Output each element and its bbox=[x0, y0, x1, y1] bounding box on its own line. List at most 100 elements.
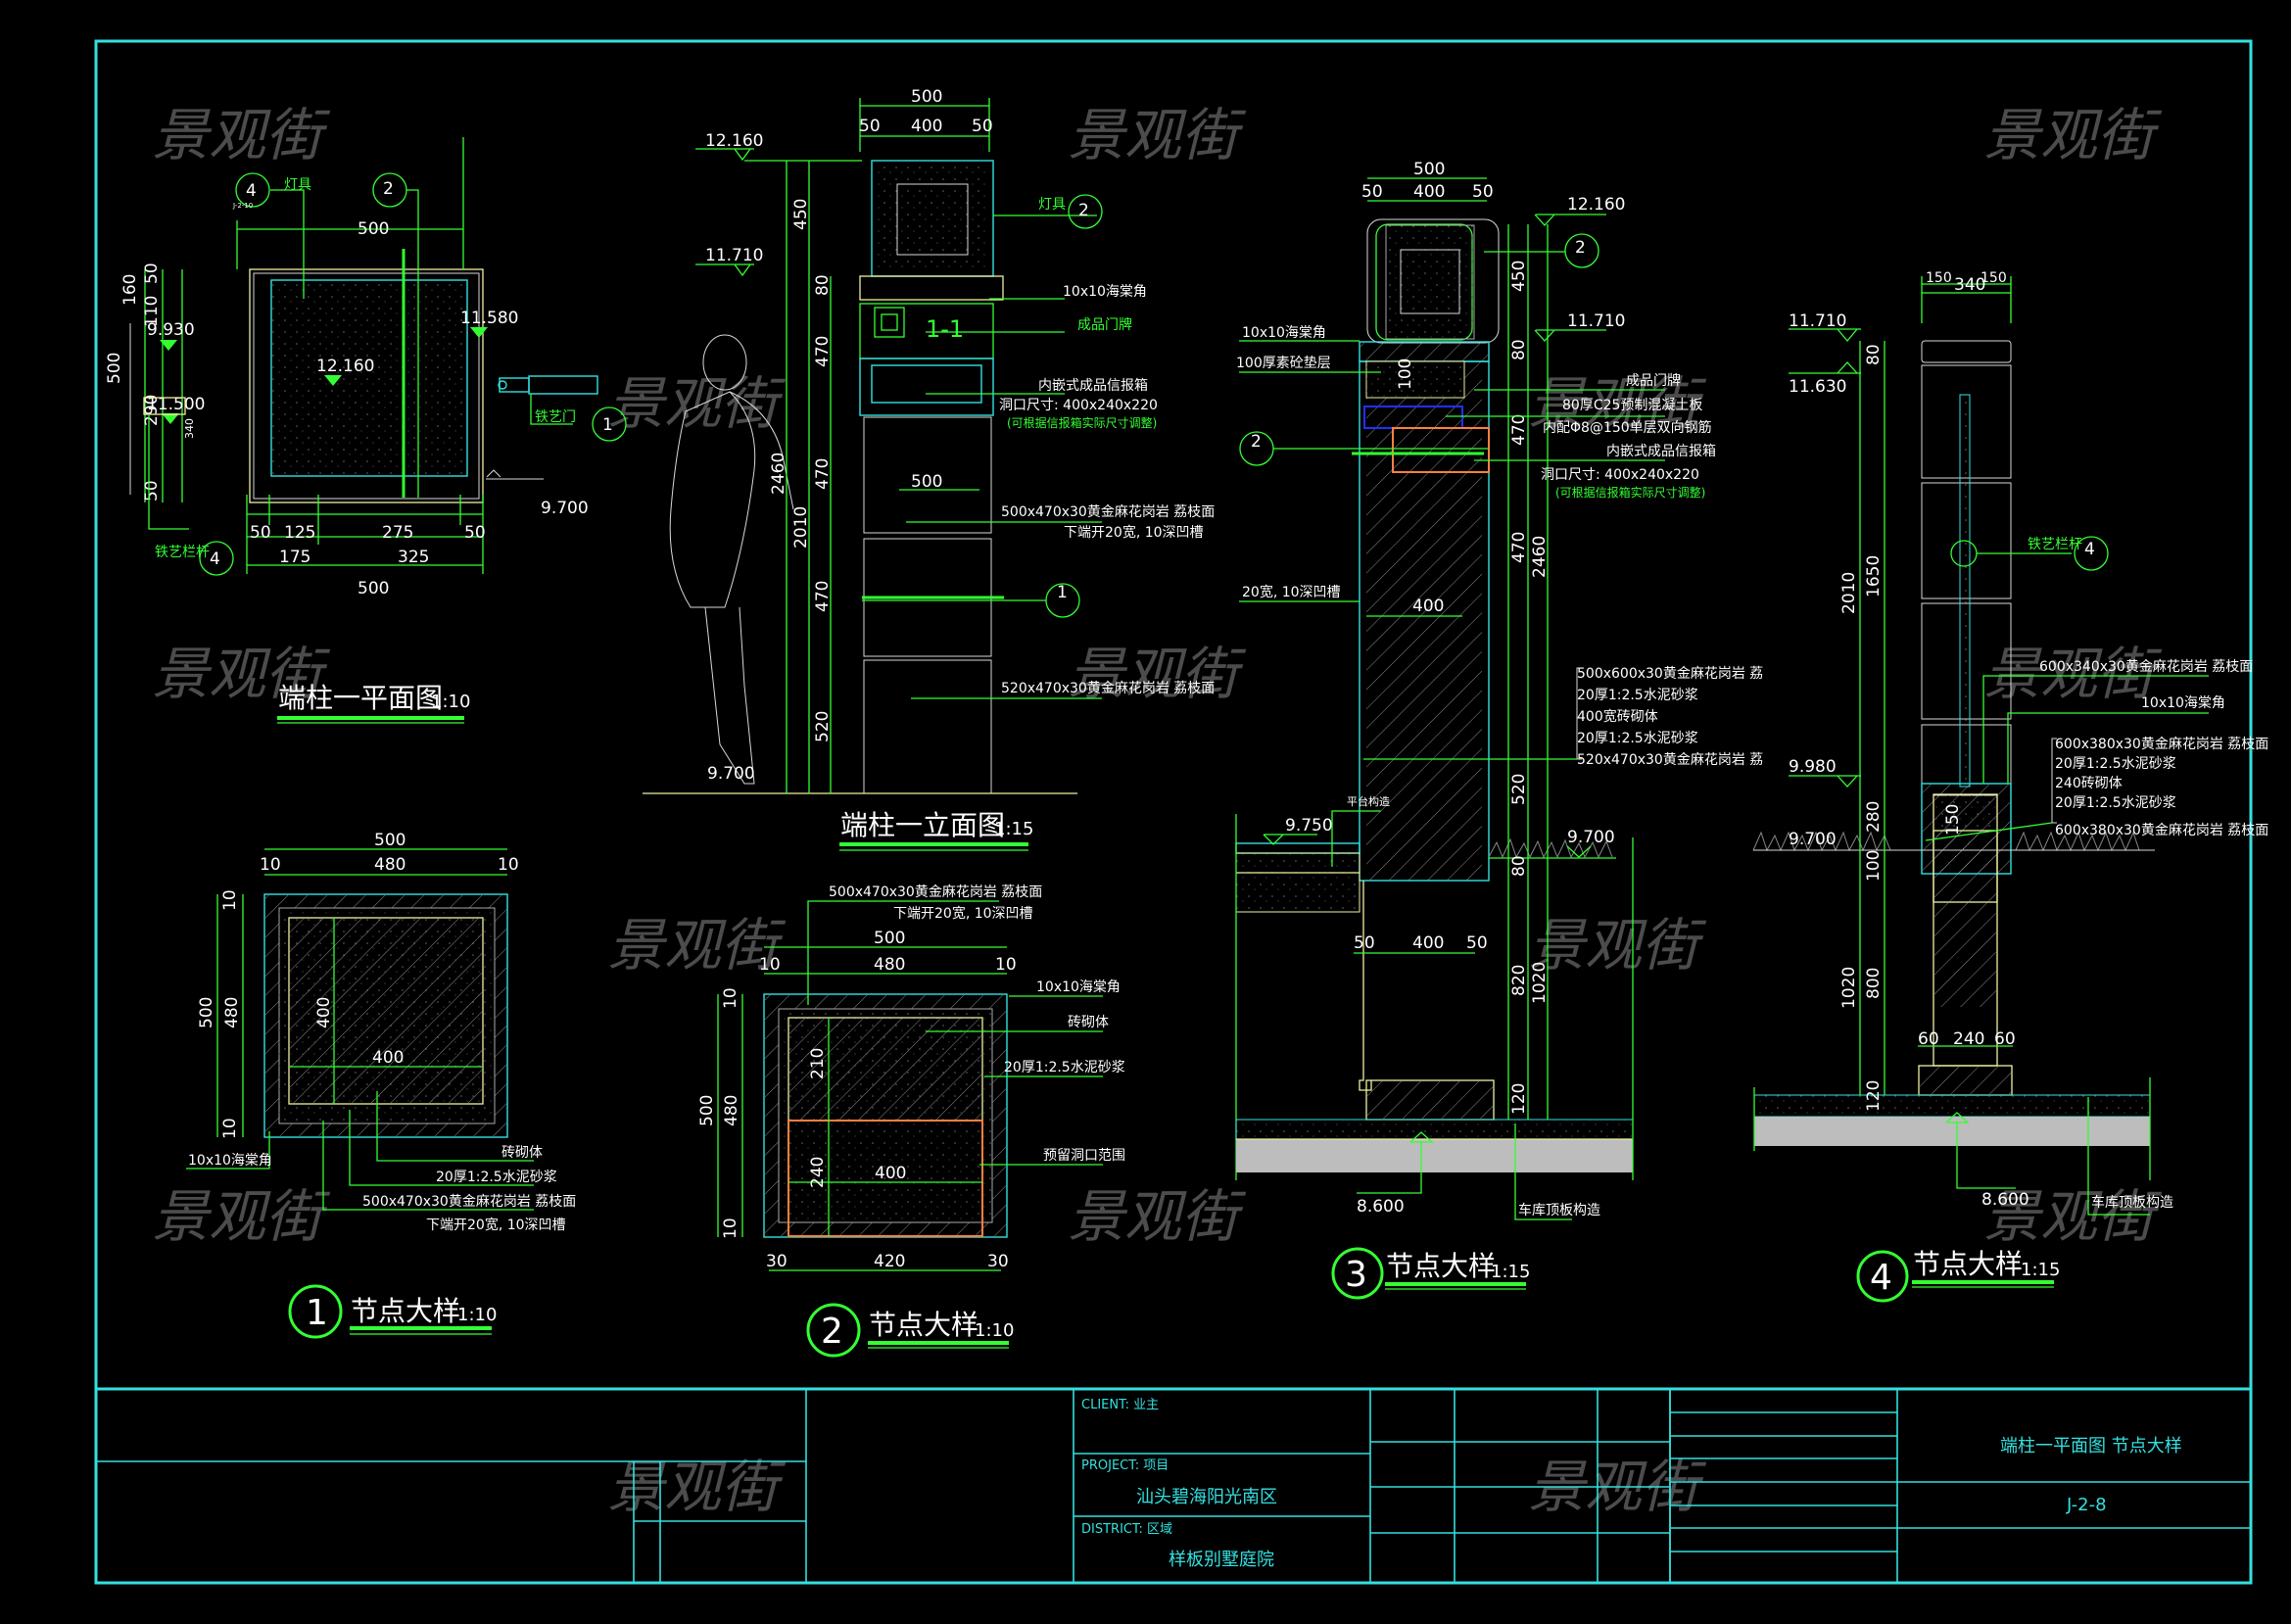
detail1-dim-top: 500 bbox=[374, 831, 406, 850]
plan-dim-left: 340 bbox=[183, 418, 196, 439]
elevation-dim: 470 bbox=[813, 458, 833, 490]
detail4-dim: 2010 bbox=[1839, 572, 1859, 614]
detail2-note: 10x10海棠角 bbox=[1036, 979, 1121, 995]
drawing-number: J-2-8 bbox=[2066, 1495, 2107, 1515]
detail4-dim-top: 150 bbox=[1926, 270, 1952, 286]
detail4-scale: 1:15 bbox=[2021, 1260, 2060, 1280]
watermark: 景观街 bbox=[152, 102, 331, 168]
detail3-layer-note: 20厚1:2.5水泥砂浆 bbox=[1577, 688, 1698, 703]
plan-dim-bottom: 325 bbox=[398, 548, 429, 567]
detail1-dim-left: 10 bbox=[220, 1118, 240, 1139]
elevation-scale: 1:15 bbox=[994, 819, 1033, 839]
detail3-note: 成品门牌 bbox=[1626, 372, 1681, 389]
elevation-dim: 450 bbox=[791, 199, 811, 230]
elevation-section-mark: 1 bbox=[1057, 583, 1068, 602]
elevation-dim: 470 bbox=[813, 581, 833, 612]
plan-callout-num: 4 bbox=[246, 181, 257, 201]
detail3-number: 3 bbox=[1345, 1255, 1367, 1295]
detail2-note: 砖砌体 bbox=[1068, 1015, 1109, 1030]
detail3-layer-note: 500x600x30黄金麻花岗岩 荔 bbox=[1577, 665, 1763, 682]
plan-level: 11.500 bbox=[147, 395, 205, 414]
elevation-level: 12.160 bbox=[705, 131, 763, 151]
elevation-note: (可根据信报箱实际尺寸调整) bbox=[1007, 415, 1157, 430]
watermark: 景观街 bbox=[1983, 641, 2163, 707]
detail-4: 150 340 150 80 1650 2010 280 150 100 800… bbox=[1752, 270, 2268, 1303]
watermark: 景观街 bbox=[1528, 912, 1707, 979]
detail1-dim-top: 480 bbox=[374, 855, 406, 875]
plan-callout-num: 1 bbox=[602, 415, 613, 435]
detail4-dim-h: 60 bbox=[1994, 1029, 2016, 1049]
plan-dim-left: 500 bbox=[105, 353, 124, 384]
elevation-view: 1-1 450 80 470 470 470 520 2460 2010 500… bbox=[643, 87, 1215, 851]
watermark: 景观街 bbox=[1983, 1183, 2163, 1250]
watermark: 景观街 bbox=[1528, 370, 1707, 437]
detail2-note: 500x470x30黄金麻花岗岩 荔枝面 bbox=[829, 884, 1042, 900]
plan-level: 11.580 bbox=[460, 309, 518, 328]
detail3-note: 内嵌式成品信报箱 bbox=[1606, 444, 1716, 459]
detail3-layer-note: 520x470x30黄金麻花岗岩 荔 bbox=[1577, 751, 1763, 768]
plan-dim-left: 50 bbox=[142, 480, 162, 502]
detail1-note: 下端开20宽, 10深凹槽 bbox=[426, 1217, 566, 1233]
plan-dim-bottom: 125 bbox=[284, 523, 315, 543]
detail4-level: 9.980 bbox=[1789, 757, 1837, 777]
watermark: 景观街 bbox=[152, 641, 331, 707]
detail1-number: 1 bbox=[306, 1293, 328, 1333]
plan-level: 9.930 bbox=[147, 320, 195, 340]
watermark: 景观街 bbox=[607, 1454, 787, 1520]
detail3-dim-top: 400 bbox=[1413, 182, 1445, 202]
detail3-note: 车库顶板构造 bbox=[1518, 1202, 1600, 1218]
detail-2: 400 210 240 500 10 480 10 10 500 480 10 … bbox=[697, 884, 1125, 1358]
detail4-dim-h: 60 bbox=[1918, 1029, 1939, 1049]
detail4-level: 11.630 bbox=[1789, 377, 1846, 397]
detail4-dim: 800 bbox=[1864, 968, 1884, 999]
detail3-dim: 80 bbox=[1509, 855, 1529, 877]
plan-note-railing: 铁艺栏杆 bbox=[155, 545, 210, 560]
detail1-dim: 400 bbox=[372, 1048, 404, 1068]
detail3-note: 10x10海棠角 bbox=[1242, 325, 1326, 341]
detail2-dim-bottom: 30 bbox=[987, 1252, 1009, 1271]
plan-dim-top: 500 bbox=[358, 219, 389, 239]
detail2-note: 下端开20宽, 10深凹槽 bbox=[893, 905, 1033, 922]
elevation-note: 内嵌式成品信报箱 bbox=[1038, 378, 1148, 394]
elevation-dim-top: 50 bbox=[859, 117, 881, 136]
detail3-dim: 100 bbox=[1396, 358, 1415, 390]
detail4-note: 车库顶板构造 bbox=[2091, 1194, 2173, 1211]
detail3-dim: 520 bbox=[1509, 774, 1529, 805]
detail4-layer-note: 20厚1:2.5水泥砂浆 bbox=[2055, 756, 2176, 772]
plan-dim-left: 290 bbox=[142, 395, 162, 426]
detail3-note: 100厚素砼垫层 bbox=[1236, 356, 1331, 371]
detail4-note: 600x340x30黄金麻花岗岩 荔枝面 bbox=[2039, 658, 2253, 675]
detail4-level: 11.710 bbox=[1789, 311, 1846, 331]
detail3-note: 20宽, 10深凹槽 bbox=[1242, 584, 1341, 600]
elevation-dim-top: 50 bbox=[972, 117, 993, 136]
elevation-level: 9.700 bbox=[707, 764, 755, 784]
sheet-border bbox=[94, 39, 2253, 1585]
detail1-dim-left: 480 bbox=[222, 997, 242, 1028]
detail3-note: 平台构造 bbox=[1347, 794, 1390, 808]
elevation-dim: 2460 bbox=[769, 453, 788, 495]
detail3-level: 12.160 bbox=[1567, 195, 1625, 215]
plan-callout-num: 2 bbox=[383, 179, 394, 199]
detail3-note: (可根据信报箱实际尺寸调整) bbox=[1555, 485, 1705, 500]
detail3-level: 8.600 bbox=[1357, 1197, 1405, 1217]
detail4-note: 10x10海棠角 bbox=[2141, 695, 2225, 711]
detail3-level: 9.700 bbox=[1567, 828, 1615, 847]
detail4-note: 铁艺栏杆 bbox=[2028, 537, 2082, 552]
detail2-number: 2 bbox=[821, 1312, 843, 1352]
detail3-layer-note: 20厚1:2.5水泥砂浆 bbox=[1577, 731, 1698, 746]
detail3-callout: 2 bbox=[1251, 432, 1262, 452]
door-plate-number: 1-1 bbox=[926, 315, 964, 343]
elevation-note: 成品门牌 bbox=[1077, 316, 1132, 333]
watermark: 景观街 bbox=[1068, 641, 1247, 707]
elevation-level: 11.710 bbox=[705, 246, 763, 265]
detail3-dim-top: 500 bbox=[1413, 160, 1445, 179]
detail4-title: 节点大样 bbox=[1913, 1248, 2023, 1280]
elevation-dim-mid: 500 bbox=[911, 472, 942, 492]
elevation-note: 下端开20宽, 10深凹槽 bbox=[1064, 524, 1204, 541]
plan-scale: 1:10 bbox=[431, 692, 470, 712]
elevation-dim-top: 400 bbox=[911, 117, 942, 136]
detail3-dim: 2460 bbox=[1530, 536, 1550, 578]
detail3-dim: 80 bbox=[1509, 339, 1529, 360]
plan-note-lamp: 灯具 bbox=[284, 177, 311, 193]
detail2-dim-top: 480 bbox=[874, 955, 905, 975]
